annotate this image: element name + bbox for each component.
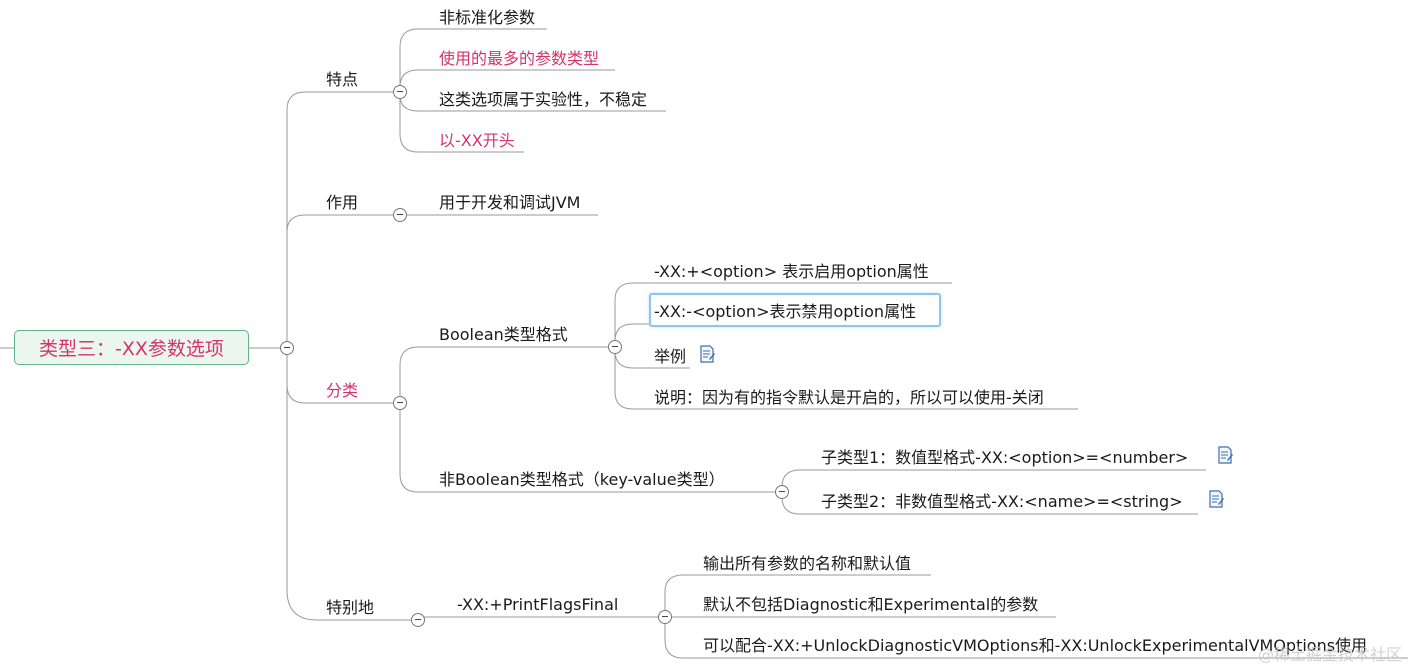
note-icon[interactable] xyxy=(700,345,715,363)
non-boolean-collapse-toggle-icon[interactable] xyxy=(775,485,789,499)
root-topic[interactable]: 类型三：-XX参数选项 xyxy=(14,330,249,365)
features-item-1[interactable]: 非标准化参数 xyxy=(439,8,536,27)
non-boolean-item-string[interactable]: 子类型2：非数值型格式-XX:<name>=<string> xyxy=(821,492,1183,511)
features-item-4[interactable]: 以-XX开头 xyxy=(439,131,515,150)
boolean-item-disable[interactable]: -XX:-<option>表示禁用option属性 xyxy=(654,302,917,321)
features-collapse-toggle-icon[interactable] xyxy=(393,85,407,99)
special-collapse-toggle-icon[interactable] xyxy=(411,613,425,627)
boolean-collapse-toggle-icon[interactable] xyxy=(608,340,622,354)
boolean-item-example[interactable]: 举例 xyxy=(654,347,687,366)
watermark: @稀土掘金技术社区 xyxy=(1258,645,1403,664)
print-flags-collapse-toggle-icon[interactable] xyxy=(658,610,672,624)
topic-categories[interactable]: 分类 xyxy=(326,381,359,400)
topic-purpose[interactable]: 作用 xyxy=(326,193,359,212)
non-boolean-item-numeric[interactable]: 子类型1：数值型格式-XX:<option>=<number> xyxy=(821,448,1189,467)
note-icon[interactable] xyxy=(1209,490,1224,508)
features-item-2[interactable]: 使用的最多的参数类型 xyxy=(439,49,600,68)
note-icon[interactable] xyxy=(1218,446,1233,464)
selected-topic-highlight xyxy=(649,293,941,327)
topic-non-boolean-format[interactable]: 非Boolean类型格式（key-value类型） xyxy=(439,470,725,489)
topic-features[interactable]: 特点 xyxy=(326,70,359,89)
purpose-collapse-toggle-icon[interactable] xyxy=(393,208,407,222)
categories-collapse-toggle-icon[interactable] xyxy=(393,396,407,410)
purpose-item-1[interactable]: 用于开发和调试JVM xyxy=(439,193,581,212)
root-collapse-toggle-icon[interactable] xyxy=(280,341,294,355)
topic-print-flags-final[interactable]: -XX:+PrintFlagsFinal xyxy=(457,595,619,614)
print-flags-item-2[interactable]: 默认不包括Diagnostic和Experimental的参数 xyxy=(703,595,1039,614)
boolean-item-explanation[interactable]: 说明：因为有的指令默认是开启的，所以可以使用-关闭 xyxy=(654,388,1044,407)
print-flags-item-1[interactable]: 输出所有参数的名称和默认值 xyxy=(703,554,912,573)
features-item-3[interactable]: 这类选项属于实验性，不稳定 xyxy=(439,90,648,109)
print-flags-item-3[interactable]: 可以配合-XX:+UnlockDiagnosticVMOptions和-XX:U… xyxy=(703,636,1368,655)
root-topic-label: 类型三：-XX参数选项 xyxy=(39,338,224,360)
topic-special[interactable]: 特别地 xyxy=(326,598,375,617)
topic-boolean-format[interactable]: Boolean类型格式 xyxy=(439,325,568,344)
boolean-item-enable[interactable]: -XX:+<option> 表示启用option属性 xyxy=(654,262,929,281)
